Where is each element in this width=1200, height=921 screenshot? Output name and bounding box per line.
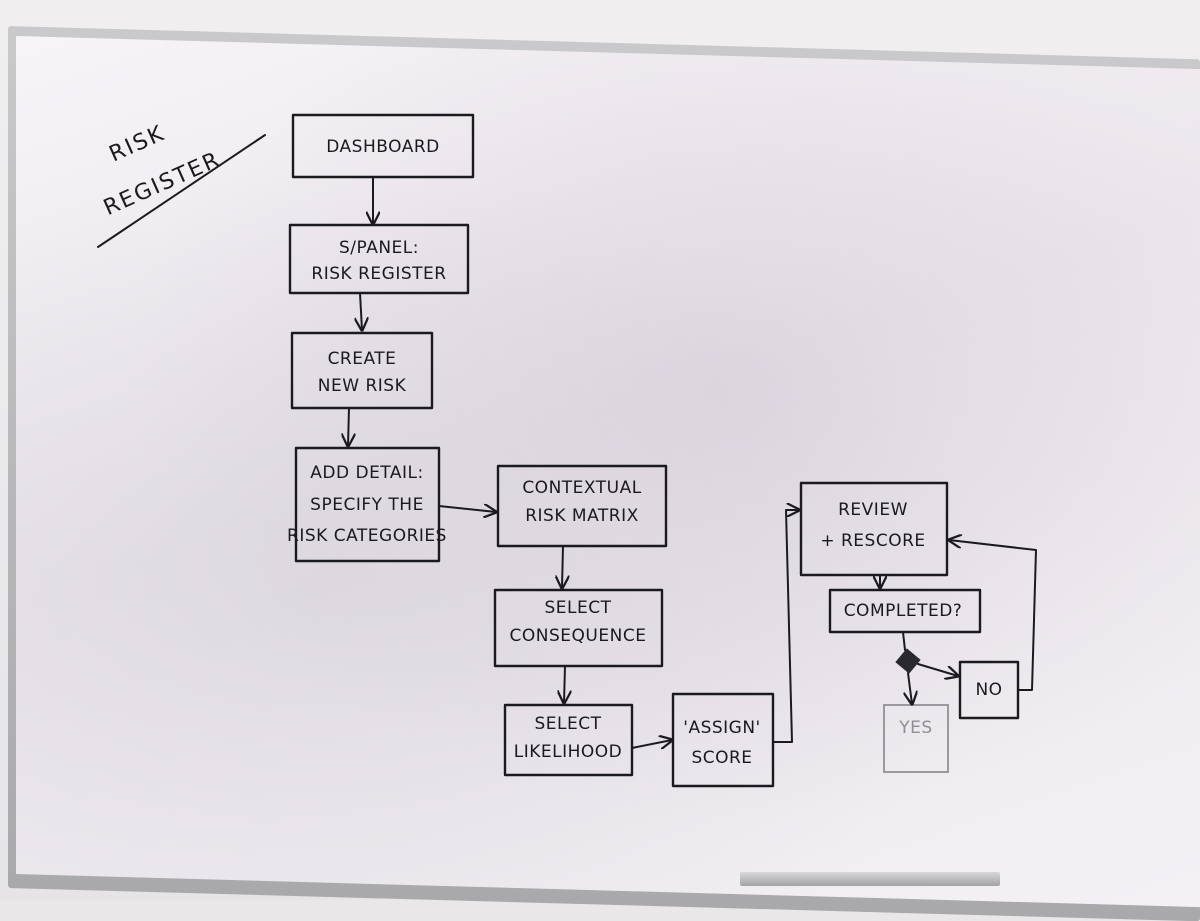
label-assign-1: 'ASSIGN'	[683, 718, 760, 738]
node-dashboard	[291, 113, 475, 179]
edge-spanel-create	[360, 292, 362, 330]
flowchart: RISK REGISTER DASHBOARD S/PANEL: RISK RE…	[97, 113, 1037, 788]
label-spanel-2: RISK REGISTER	[311, 264, 446, 284]
label-adddetail-3: RISK CATEGORIES	[287, 526, 447, 546]
label-consequence-2: CONSEQUENCE	[510, 626, 647, 646]
label-consequence-1: SELECT	[545, 598, 612, 618]
label-adddetail-1: ADD DETAIL:	[310, 463, 423, 483]
title-underline	[97, 134, 266, 248]
label-likelihood-2: LIKELIHOOD	[514, 742, 623, 762]
node-assign	[671, 692, 775, 788]
edge-decision-no	[917, 663, 958, 676]
node-review	[799, 481, 949, 577]
label-review-2: + RESCORE	[820, 531, 925, 551]
node-likelihood	[503, 703, 634, 777]
label-adddetail-2: SPECIFY THE	[310, 495, 424, 515]
node-yes	[883, 704, 949, 773]
node-add-detail	[294, 446, 441, 563]
label-likelihood-1: SELECT	[535, 714, 602, 734]
edge-create-adddetail	[348, 407, 349, 446]
label-assign-2: SCORE	[691, 748, 752, 768]
label-review-1: REVIEW	[838, 500, 908, 520]
label-dashboard-1: DASHBOARD	[326, 137, 439, 157]
label-spanel-1: S/PANEL:	[339, 238, 419, 258]
label-create-1: CREATE	[328, 349, 397, 369]
edge-contextual-consequence	[562, 545, 563, 588]
edge-consequence-likelihood	[564, 665, 565, 703]
edge-no-review	[949, 540, 1037, 691]
edge-adddetail-contextual	[438, 506, 496, 512]
node-completed	[828, 588, 982, 634]
decision-marker	[895, 648, 921, 674]
node-consequence	[493, 588, 664, 668]
label-completed: COMPLETED?	[844, 601, 963, 621]
edge-decision-yes	[908, 672, 912, 704]
label-contextual-2: RISK MATRIX	[525, 506, 639, 526]
title-risk-register: RISK REGISTER	[97, 121, 266, 248]
edge-assign-review	[772, 510, 799, 743]
title-line-1: RISK	[106, 121, 169, 167]
label-yes: YES	[898, 718, 932, 738]
node-create	[290, 331, 434, 410]
edge-likelihood-assign	[631, 740, 672, 748]
label-contextual-1: CONTEXTUAL	[522, 478, 641, 498]
edge-completed-decision	[902, 631, 906, 651]
label-no: NO	[975, 680, 1002, 700]
label-create-2: NEW RISK	[318, 376, 407, 396]
marker-tray	[740, 872, 1000, 886]
